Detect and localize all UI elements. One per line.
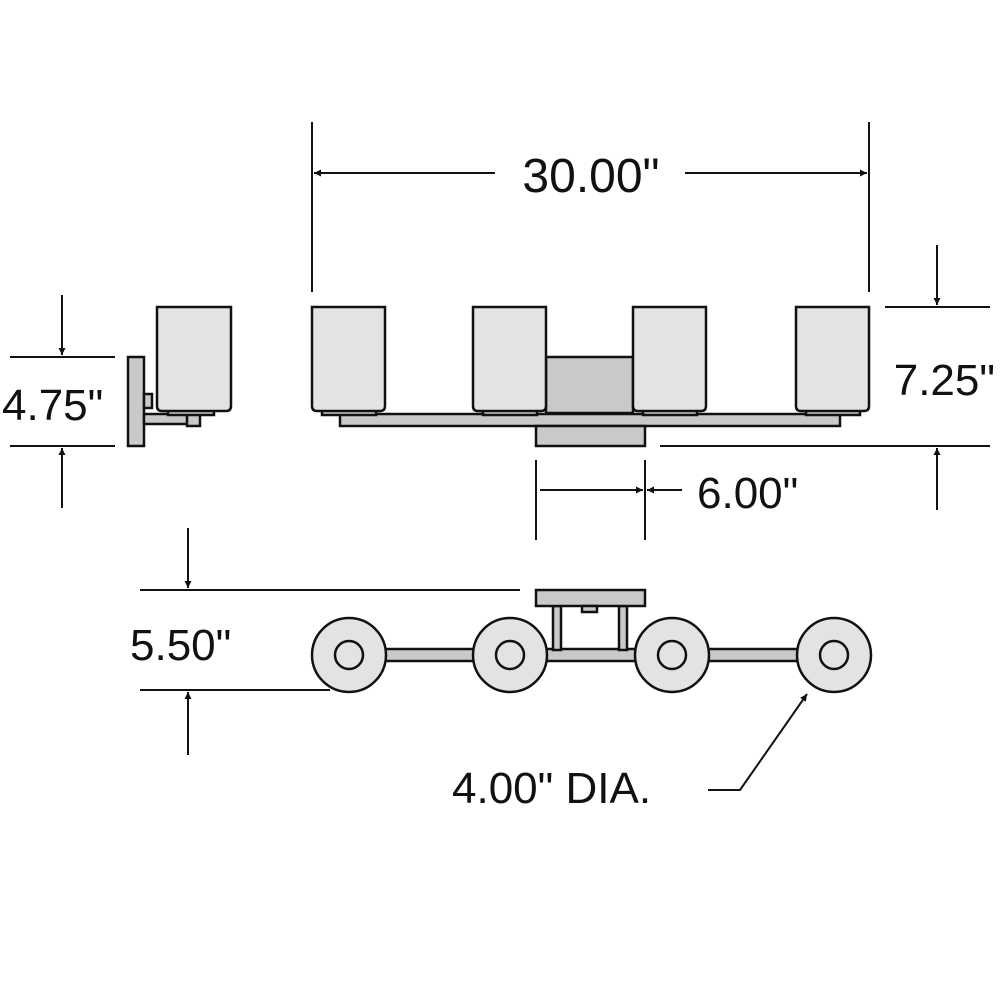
width-label: 30.00"	[522, 150, 659, 203]
front-view	[310, 305, 871, 448]
side-height-label: 4.75"	[2, 381, 103, 430]
extension-label: 5.50"	[130, 621, 231, 670]
height-label: 7.25"	[894, 356, 995, 405]
shades	[310, 305, 871, 417]
backplate	[544, 355, 635, 415]
shade-circles	[310, 616, 873, 694]
height-dimension: 7.25"	[660, 245, 995, 510]
backplate-dimension: 6.00"	[535, 460, 798, 540]
canopy	[534, 424, 647, 448]
bar	[338, 412, 842, 428]
side-height-dimension: 4.75"	[2, 295, 115, 508]
diameter-label: 4.00" DIA.	[452, 764, 651, 813]
diameter-callout: 4.00" DIA.	[452, 693, 808, 813]
wall-plate	[126, 355, 146, 448]
top-view	[310, 588, 873, 694]
side-shade	[155, 305, 233, 413]
top-canopy	[534, 588, 647, 608]
width-dimension: 30.00"	[311, 122, 870, 292]
extension-dimension: 5.50"	[130, 528, 520, 755]
backplate-width-label: 6.00"	[697, 469, 798, 518]
side-view	[126, 305, 233, 448]
